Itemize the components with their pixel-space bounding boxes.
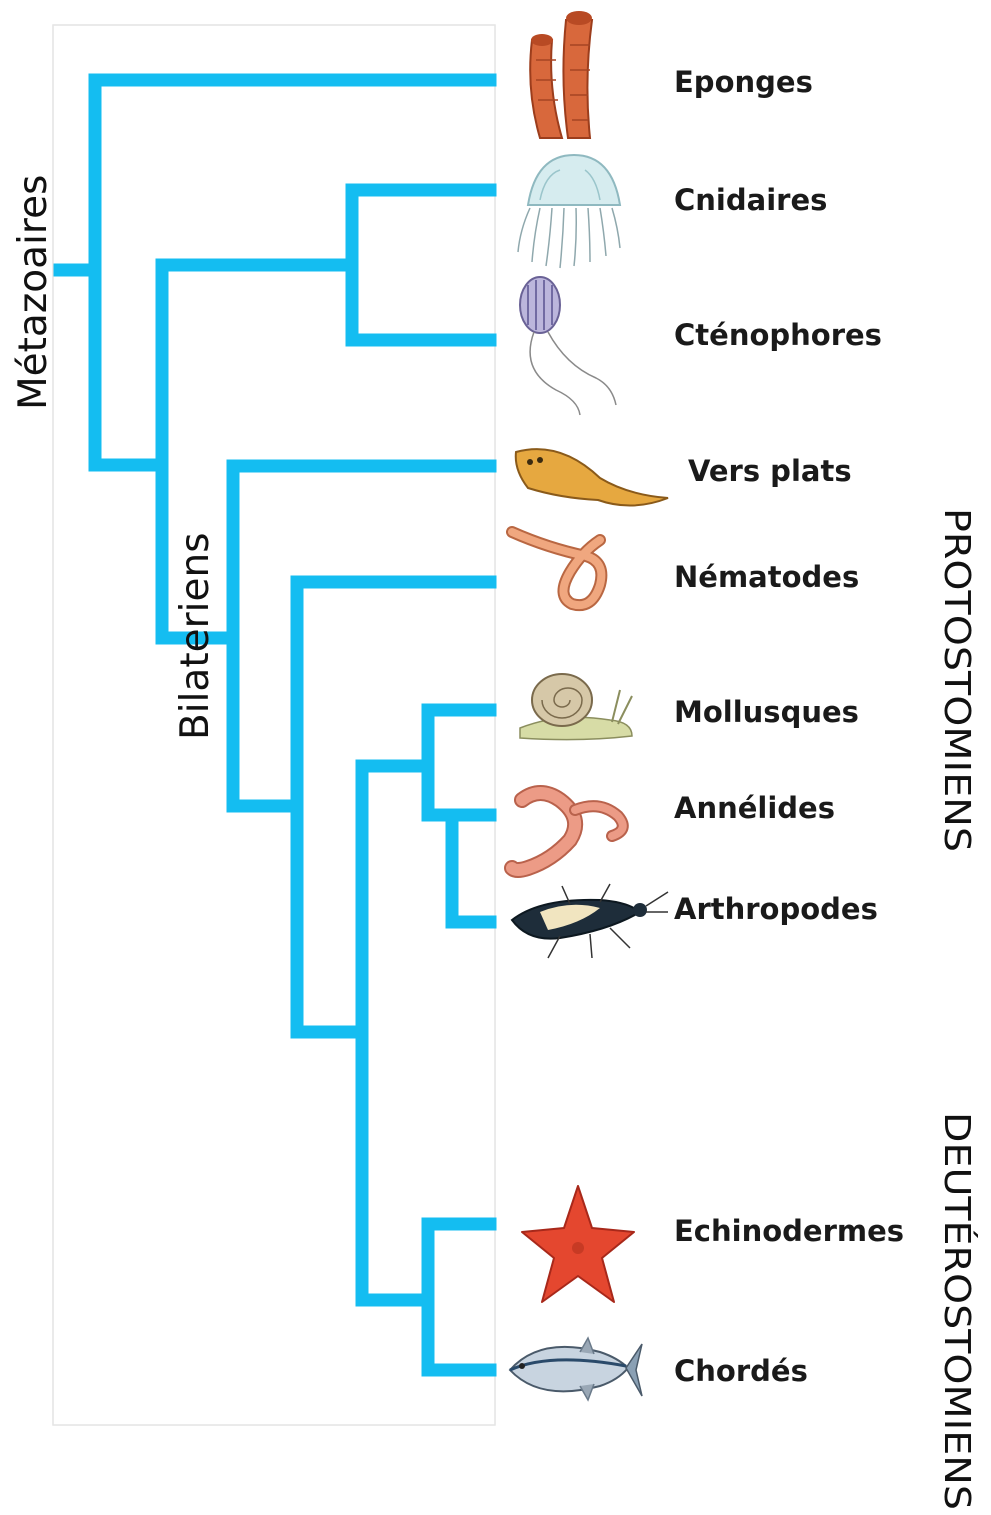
taxon-label-annelides: Annélides bbox=[674, 791, 835, 825]
earthworm-icon bbox=[512, 793, 623, 870]
branch-nematodes bbox=[297, 582, 490, 1032]
branch-metazoaires bbox=[95, 80, 490, 465]
fish-icon bbox=[510, 1338, 642, 1400]
taxon-labels: Eponges Cnidaires Cténophores Vers plats… bbox=[674, 65, 904, 1388]
taxon-label-eponges: Eponges bbox=[674, 65, 813, 99]
branch-annelides-arthropodes bbox=[452, 815, 490, 922]
taxon-label-cnidaires: Cnidaires bbox=[674, 183, 827, 217]
branch-deuterostomiens bbox=[362, 766, 428, 1300]
group-label-deuterostomiens: DEUTÉROSTOMIENS bbox=[936, 1112, 978, 1510]
taxon-label-mollusques: Mollusques bbox=[674, 695, 859, 729]
taxon-label-chordes: Chordés bbox=[674, 1354, 808, 1388]
clade-label-metazoaires: Métazoaires bbox=[11, 175, 56, 410]
branch-bilateriens bbox=[233, 466, 490, 806]
taxon-label-vers-plats: Vers plats bbox=[688, 454, 852, 488]
branch-echinodermes-chordes bbox=[428, 1224, 490, 1370]
tree-branches bbox=[60, 80, 490, 1370]
taxon-label-echinodermes: Echinodermes bbox=[674, 1214, 904, 1248]
taxon-label-nematodes: Nématodes bbox=[674, 560, 859, 594]
roundworm-icon bbox=[512, 532, 601, 605]
sponge-icon bbox=[505, 5, 605, 140]
comb-jelly-icon bbox=[520, 277, 616, 415]
jellyfish-icon bbox=[518, 155, 620, 268]
taxon-label-ctenophores: Cténophores bbox=[674, 318, 882, 352]
taxon-label-arthropodes: Arthropodes bbox=[674, 892, 878, 926]
branch-mollusques-annelides bbox=[428, 710, 490, 815]
group-label-protostomiens: PROTOSTOMIENS bbox=[936, 508, 977, 852]
branch-cnidaires-ctenophores bbox=[352, 190, 490, 340]
starfish-icon bbox=[522, 1186, 634, 1302]
clade-label-bilateriens: Bilateriens bbox=[173, 532, 218, 740]
snail-icon bbox=[520, 674, 632, 740]
insect-icon bbox=[512, 884, 668, 958]
flatworm-icon bbox=[516, 449, 668, 505]
